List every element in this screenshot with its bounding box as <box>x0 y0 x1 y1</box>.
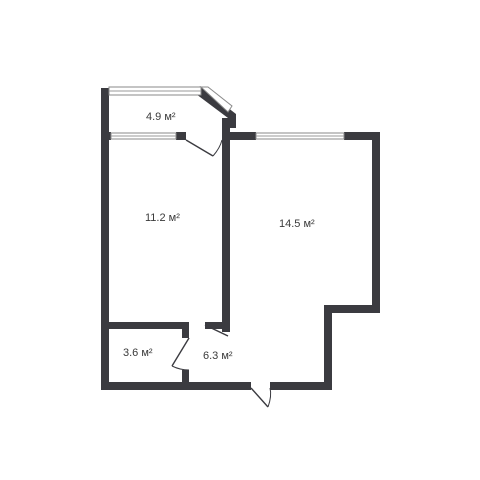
wall-bottom-left <box>101 382 251 390</box>
wall-hall-stub <box>205 322 230 329</box>
wall-step <box>324 305 380 313</box>
door-entrance-leaf <box>250 387 269 408</box>
room-area-bathroom: 3.6 м² <box>123 347 153 359</box>
door-balcony-arc <box>212 139 223 157</box>
windows <box>108 86 345 140</box>
wall-bathroom-right-lower <box>182 370 189 384</box>
wall-bathroom-top <box>109 322 189 329</box>
wall-partition-vertical <box>222 118 230 332</box>
door-balcony-leaf <box>185 139 214 157</box>
door-bedroom-leaf <box>204 324 229 337</box>
doors <box>171 139 272 408</box>
wall-right-upper <box>372 132 380 313</box>
wall-bathroom-right-upper <box>182 322 189 338</box>
door-entrance-arc <box>267 387 272 408</box>
room-area-bedroom: 11.2 м² <box>145 212 180 224</box>
wall-left <box>101 88 109 390</box>
door-bathroom-arc <box>171 365 190 371</box>
wall-top-right-start <box>222 132 256 140</box>
room-area-kitchen-living: 14.5 м² <box>279 218 315 230</box>
wall-right-lower <box>324 305 332 390</box>
wall-bedroom-top-left <box>101 132 111 140</box>
room-area-hallway: 6.3 м² <box>203 350 233 362</box>
wall-bedroom-top-right <box>176 132 186 140</box>
window-balcony-corner <box>199 86 233 113</box>
walls <box>101 86 380 390</box>
wall-balcony-angled <box>196 86 236 128</box>
wall-top-right-end <box>344 132 380 140</box>
door-bathroom-leaf <box>171 337 190 367</box>
room-area-balcony: 4.9 м² <box>146 111 176 123</box>
wall-bottom-right <box>270 382 332 390</box>
